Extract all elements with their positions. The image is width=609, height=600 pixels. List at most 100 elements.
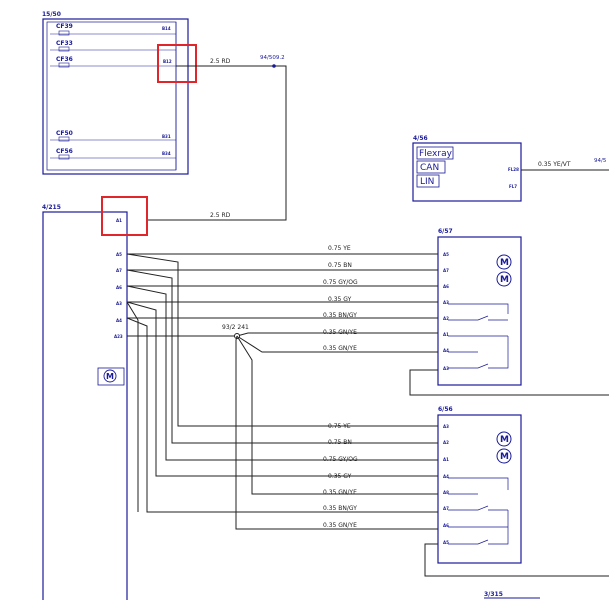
svg-text:A3: A3	[443, 366, 449, 371]
highlight-box-b12	[157, 44, 197, 83]
pin-label: B31	[162, 134, 171, 139]
svg-text:0.35 GN/YE: 0.35 GN/YE	[323, 345, 357, 352]
svg-text:A6: A6	[443, 523, 449, 528]
motor-label: M	[106, 372, 114, 381]
svg-text:0.75 BN: 0.75 BN	[328, 439, 352, 446]
svg-text:A3: A3	[443, 424, 449, 429]
bus-label-can: CAN	[420, 163, 439, 173]
wire-ref: 94/509.2	[260, 55, 285, 61]
pin-label: A4	[116, 318, 122, 323]
fuse-label: CF56	[56, 148, 73, 155]
svg-text:0.35 GN/YE: 0.35 GN/YE	[323, 489, 357, 496]
bus-label-flexray: Flexray	[419, 149, 453, 159]
pin-label: B14	[162, 26, 171, 31]
flexray-module-id: 4/56	[413, 135, 428, 142]
pin-label: A23	[114, 334, 123, 339]
fuse-row-cf39: CF39 B14	[50, 23, 176, 36]
bus-label-lin: LIN	[420, 177, 434, 187]
pin-label: B34	[162, 151, 171, 156]
motor-label: M	[500, 435, 509, 445]
svg-text:0.35 BN/GY: 0.35 BN/GY	[323, 505, 357, 512]
wire-labels-upper: 0.75 YE 0.75 BN 0.75 GY/OG 0.35 GY 0.35 …	[323, 245, 358, 352]
fuse-row-cf56: CF56 B34	[50, 148, 176, 160]
pin-label: A1	[116, 218, 122, 223]
svg-text:A1: A1	[443, 457, 449, 462]
svg-text:0.35 GY: 0.35 GY	[328, 473, 352, 480]
svg-text:A2: A2	[443, 316, 449, 321]
svg-text:0.35 GY: 0.35 GY	[328, 296, 352, 303]
fuse-row-cf33: CF33	[50, 40, 176, 52]
wire-label: 2.5 RD	[210, 212, 231, 219]
pin-label: A3	[116, 301, 122, 306]
svg-text:0.75 GY/OG: 0.75 GY/OG	[323, 279, 358, 286]
pin-label: A7	[116, 268, 122, 273]
svg-text:0.35 GN/YE: 0.35 GN/YE	[323, 522, 357, 529]
svg-text:0.75 YE: 0.75 YE	[328, 423, 351, 430]
fuse-symbol-icon	[58, 46, 70, 52]
svg-text:A5: A5	[443, 252, 449, 257]
svg-text:0.35 GN/YE: 0.35 GN/YE	[323, 329, 357, 336]
svg-text:A5: A5	[443, 540, 449, 545]
pin-label: FL28	[508, 167, 519, 172]
svg-text:A4: A4	[443, 348, 449, 353]
fuse-box-outline	[42, 18, 189, 175]
svg-text:0.75 BN: 0.75 BN	[328, 262, 352, 269]
svg-text:A7: A7	[443, 268, 449, 273]
fuse-symbol-icon	[58, 154, 70, 160]
svg-text:A1: A1	[443, 332, 449, 337]
fuse-label: CF39	[56, 23, 73, 30]
wire-upper-return	[409, 369, 609, 396]
motor-lower-switches	[448, 477, 509, 545]
motor-label: M	[500, 452, 509, 462]
motor-icon	[496, 448, 512, 464]
wire-label: 2.5 RD	[210, 58, 231, 65]
motor-icon	[496, 271, 512, 287]
wire-label: 0.35 YE/VT	[538, 161, 571, 168]
pin-label: A5	[116, 252, 122, 257]
fuse-label: CF36	[56, 56, 73, 63]
fuse-label: CF33	[56, 40, 73, 47]
fuse-symbol-icon	[58, 136, 70, 142]
motor-upper-pins: A5 A7 A6 A3 A2 A1 A4 A3	[443, 252, 449, 371]
wire-lower-return	[424, 543, 609, 577]
motor-upper-id: 6/57	[438, 228, 453, 235]
main-module-id: 4/215	[42, 204, 61, 211]
svg-text:A8: A8	[443, 490, 449, 495]
motor-upper-outline	[437, 236, 522, 386]
motor-lower-pins: A3 A2 A1 A4 A8 A7 A6 A5	[443, 424, 449, 545]
svg-text:0.35 BN/GY: 0.35 BN/GY	[323, 312, 357, 319]
motor-icon	[103, 369, 117, 383]
fuse-symbol-icon	[58, 30, 70, 36]
pin-label: B12	[163, 59, 172, 64]
svg-text:A7: A7	[443, 506, 449, 511]
wire-2-5-rd-top	[148, 65, 287, 221]
fuse-label: CF50	[56, 130, 73, 137]
svg-text:0.75 GY/OG: 0.75 GY/OG	[323, 456, 358, 463]
motor-upper-switches	[448, 303, 509, 369]
motor-lower-id: 6/56	[438, 406, 453, 413]
svg-text:A3: A3	[443, 300, 449, 305]
fuse-box-id: 15/50	[42, 11, 61, 18]
pin-label: FL7	[509, 184, 517, 189]
splice-ref: 93/2 241	[222, 324, 249, 331]
junction-dot-icon	[272, 64, 276, 68]
motor-icon	[496, 254, 512, 270]
main-module-outline	[42, 211, 128, 600]
motor-lower-outline	[437, 414, 522, 564]
wiring-harness	[126, 253, 438, 530]
svg-text:A2: A2	[443, 440, 449, 445]
fuse-row-cf36: CF36 B12	[50, 56, 176, 68]
highlight-box-a1	[101, 196, 148, 236]
wire-labels-lower: 0.75 YE 0.75 BN 0.75 GY/OG 0.35 GY 0.35 …	[323, 423, 358, 529]
pin-label: A6	[116, 285, 122, 290]
motor-indicator-box	[97, 367, 125, 386]
fuse-row-cf50: CF50 B31	[50, 130, 176, 142]
svg-text:A4: A4	[443, 474, 449, 479]
motor-icon	[496, 431, 512, 447]
svg-text:0.75 YE: 0.75 YE	[328, 245, 351, 252]
bottom-ref-id: 3/315	[484, 591, 503, 598]
svg-text:A6: A6	[443, 284, 449, 289]
motor-label: M	[500, 258, 509, 268]
wire-ref: 94/5	[594, 158, 607, 164]
